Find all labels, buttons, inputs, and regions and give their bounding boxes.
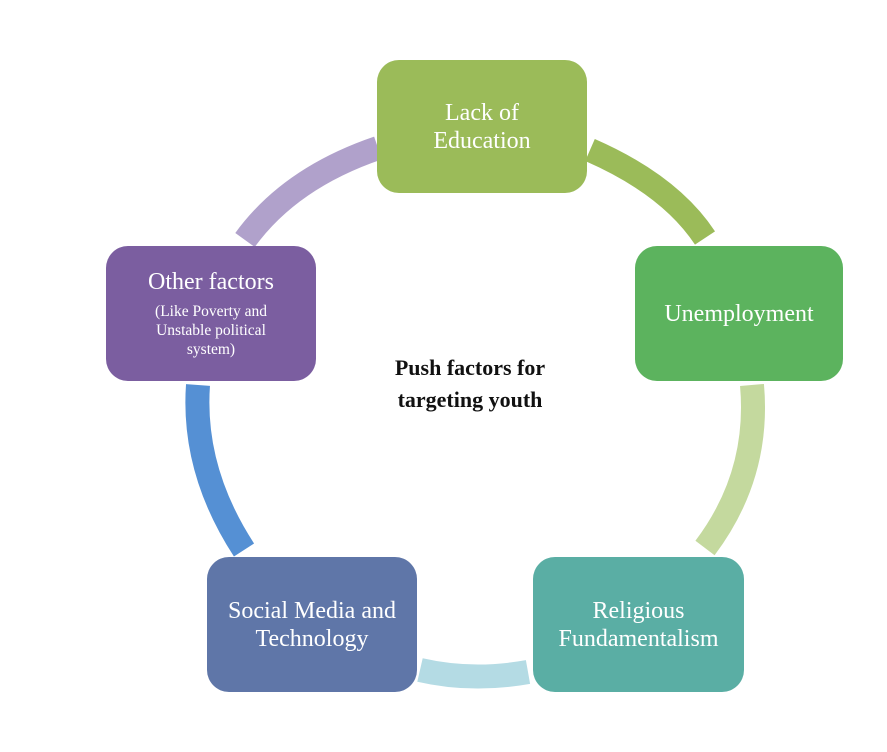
center-title: Push factors for targeting youth	[394, 355, 546, 412]
arc-education-to-unemployment	[585, 139, 716, 245]
node-social-media-label: Social Media and Technology	[228, 597, 396, 652]
node-unemployment: Unemployment	[635, 246, 843, 381]
node-other-factors-label: Other factors	[148, 269, 274, 295]
node-religious-fundamentalism: Religious Fundamentalism	[533, 557, 744, 692]
node-other-factors: Other factors (Like Poverty and Unstable…	[106, 246, 316, 381]
node-other-factors-sublabel: (Like Poverty and Unstable political sys…	[155, 303, 267, 358]
node-lack-of-education-label: Lack of Education	[433, 99, 531, 154]
arc-unemployment-to-religious	[695, 383, 765, 556]
node-lack-of-education: Lack of Education	[377, 60, 587, 193]
node-unemployment-label: Unemployment	[664, 300, 814, 327]
arc-other-to-education	[235, 136, 382, 248]
node-social-media: Social Media and Technology	[207, 557, 417, 692]
arc-religious-to-social	[417, 658, 531, 689]
node-religious-fundamentalism-label: Religious Fundamentalism	[558, 597, 719, 652]
arc-social-to-other	[185, 384, 255, 557]
